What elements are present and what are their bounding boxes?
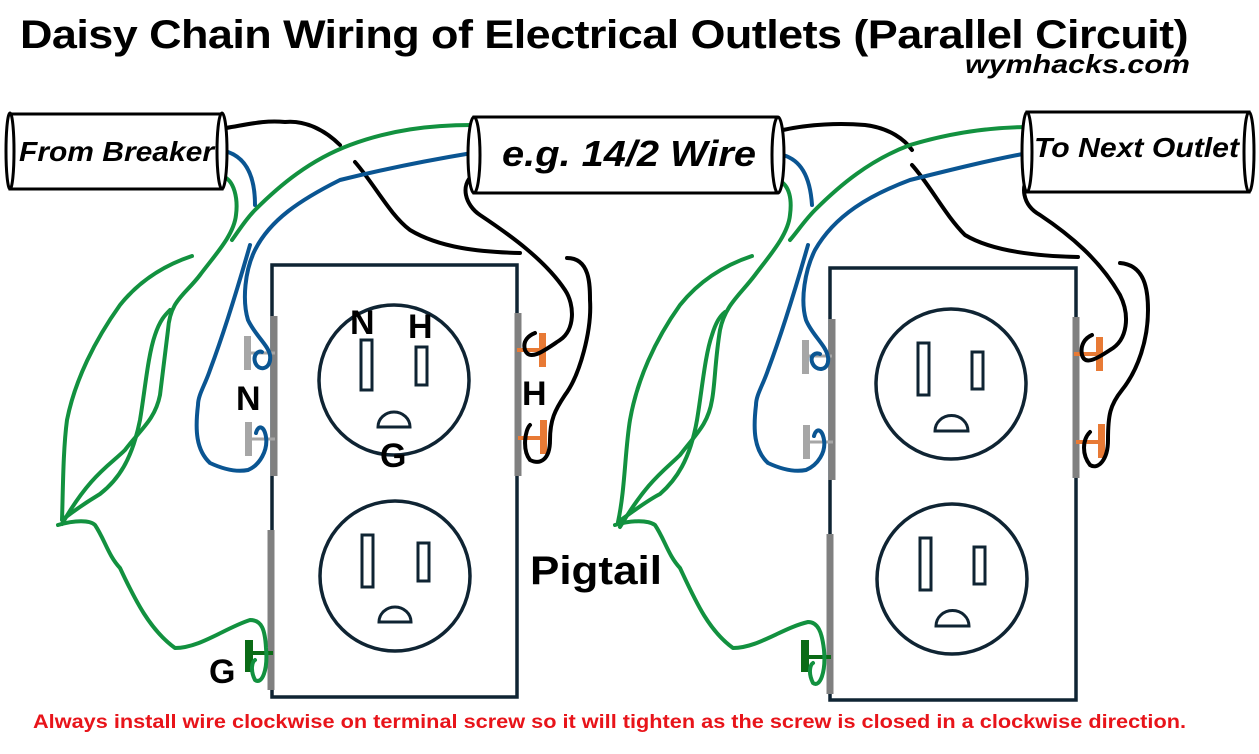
neutral-slot xyxy=(916,341,931,397)
hot-slot xyxy=(972,545,987,586)
neutral-terminal-label: N xyxy=(236,380,261,418)
ground-hole xyxy=(377,605,413,624)
hot-pigtail-outlet2-bottom xyxy=(1082,261,1150,469)
ground-hole xyxy=(934,609,971,628)
ground-wire-to-middle xyxy=(230,123,474,242)
neutral-wire-breaker xyxy=(226,150,257,207)
clockwise-note: Always install wire clockwise on termina… xyxy=(33,711,1186,733)
outlet-2-body xyxy=(828,266,1078,702)
neutral-wire-middle-out xyxy=(781,153,814,207)
hot-wires xyxy=(224,119,1150,469)
outlet-1-top-receptacle xyxy=(317,303,471,457)
outlet-2-ground-screw xyxy=(801,640,831,672)
outlet-2-bottom-receptacle xyxy=(875,502,1029,656)
neutral-loop-outlet2-top xyxy=(801,151,1030,371)
hot-pigtail-outlet1-top xyxy=(463,173,574,357)
ground-wire-to-next xyxy=(788,125,1032,242)
neutral-wires xyxy=(194,150,1030,473)
slot-neutral-label: N xyxy=(350,304,375,342)
ground-pigtail-to-outlet1 xyxy=(56,519,269,683)
slot-hot-label: H xyxy=(408,308,433,346)
slot-ground-label: G xyxy=(380,437,406,475)
hot-slot xyxy=(970,350,985,391)
neutral-loop-outlet1-bottom xyxy=(194,243,269,473)
neutral-slot xyxy=(918,536,933,592)
outlet-1-hot-screw-bottom xyxy=(518,420,547,454)
ground-wire-breaker xyxy=(60,174,239,526)
hot-wire-middle-out xyxy=(781,122,914,152)
hot-wire-breaker-to-outlet1 xyxy=(224,119,342,147)
cable-from-breaker-label: From Breaker xyxy=(19,136,216,167)
neutral-loop-outlet2-bottom xyxy=(752,243,827,473)
hot-slot xyxy=(416,541,431,583)
cable-to-next-label: To Next Outlet xyxy=(1034,132,1241,163)
cable-middle: e.g. 14/2 Wire xyxy=(466,115,786,195)
source-site: wymhacks.com xyxy=(965,49,1190,79)
hot-pigtail-outlet1-bottom xyxy=(523,256,593,464)
ground-pigtail-left-arc xyxy=(60,254,194,522)
outlet-2-neutral-screw-bottom xyxy=(803,425,833,459)
outlet-1-ground-screw xyxy=(245,640,273,672)
outlet-2-hot-screw-top xyxy=(1074,337,1103,371)
neutral-slot xyxy=(359,338,374,392)
ground-pigtail-right-arc xyxy=(616,254,754,524)
ground-wires xyxy=(56,123,1032,686)
outlet-1-neutral-screw-bottom xyxy=(245,422,275,456)
hot-pigtail-outlet2-top xyxy=(1022,173,1128,363)
cable-from-breaker: From Breaker xyxy=(4,111,229,191)
hot-wire-breaker-to-outlet1-b xyxy=(353,160,522,255)
hot-terminal-label: H xyxy=(522,375,547,413)
outlet-1: N H G N H G xyxy=(209,263,547,699)
ground-pigtail-to-outlet2 xyxy=(613,519,827,686)
outlet-2-hot-screw-bottom xyxy=(1076,424,1105,458)
outlet-2 xyxy=(801,266,1105,702)
pigtail-label: Pigtail xyxy=(530,549,662,593)
diagram-title: Daisy Chain Wiring of Electrical Outlets… xyxy=(20,13,1188,57)
outlet-1-bottom-receptacle xyxy=(318,499,472,653)
neutral-slot xyxy=(360,533,375,589)
ground-wire-middle-out xyxy=(618,178,793,529)
ground-hole xyxy=(933,414,970,433)
neutral-loop-outlet1-top xyxy=(242,151,474,371)
hot-wire-middle-to-outlet2 xyxy=(910,163,1080,259)
ground-terminal-label: G xyxy=(209,653,235,691)
hot-slot xyxy=(414,345,429,387)
outlet-2-top-receptacle xyxy=(874,307,1028,461)
ground-hole xyxy=(376,410,412,429)
outlet-1-body xyxy=(270,263,519,699)
cable-middle-label: e.g. 14/2 Wire xyxy=(502,133,756,174)
cable-to-next-outlet: To Next Outlet xyxy=(1020,110,1256,194)
